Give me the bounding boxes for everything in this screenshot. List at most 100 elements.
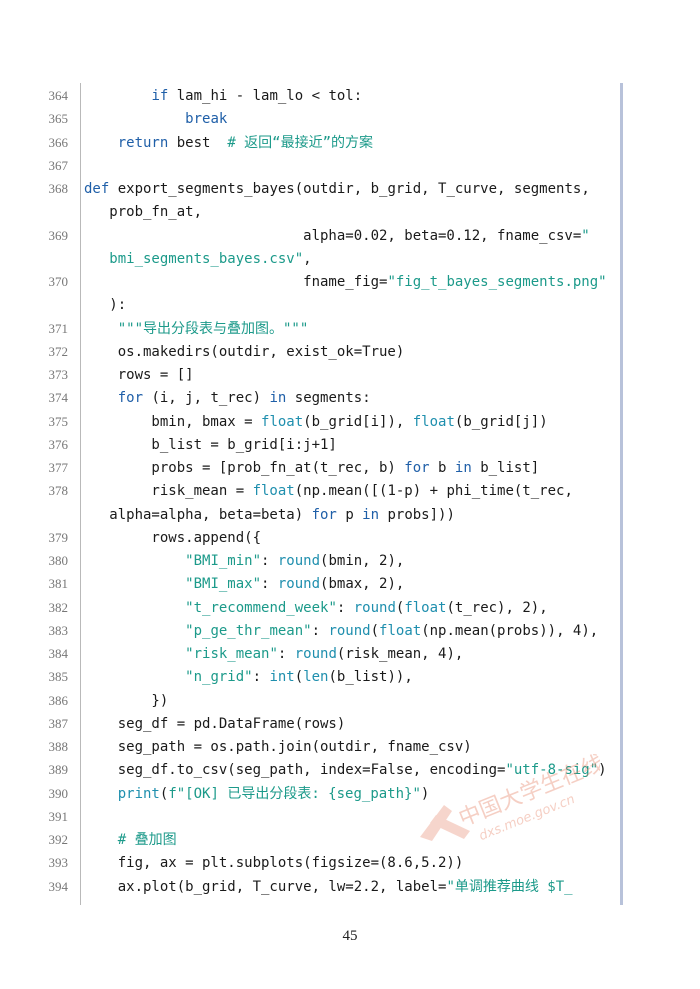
code-line: 394 ax.plot(b_grid, T_curve, lw=2.2, lab… (0, 876, 700, 898)
code-token: os.makedirs(outdir, exist_ok=True) (84, 343, 405, 360)
code-line: 388 seg_path = os.path.join(outdir, fnam… (0, 736, 700, 758)
code-token: ) (598, 762, 607, 779)
code-text: "BMI_min": round(bmin, 2), (84, 550, 624, 572)
line-number: 381 (48, 576, 69, 592)
code-line: 377 probs = [prob_fn_at(t_rec, b) for b … (0, 457, 700, 479)
code-line: 385 "n_grid": int(len(b_list)), (0, 666, 700, 688)
code-text: b_list = b_grid[i:j+1] (84, 434, 624, 456)
line-number: 387 (48, 715, 69, 731)
line-number: 382 (48, 599, 69, 615)
code-token: float (252, 483, 295, 500)
code-text: "n_grid": int(len(b_list)), (84, 666, 624, 688)
code-token: if (151, 88, 169, 104)
code-token: ): (84, 297, 127, 314)
line-number: 389 (48, 762, 69, 778)
code-text: "risk_mean": round(risk_mean, 4), (84, 643, 624, 665)
code-text: "BMI_max": round(bmax, 2), (84, 573, 624, 595)
code-text: "t_recommend_week": round(float(t_rec), … (84, 597, 624, 619)
code-token: in (269, 390, 287, 407)
code-line: 373 rows = [] (0, 364, 700, 386)
code-token: : (336, 599, 354, 616)
code-line: 393 fig, ax = plt.subplots(figsize=(8.6,… (0, 852, 700, 874)
code-text: risk_mean = float(np.mean([(1-p) + phi_t… (84, 480, 624, 502)
code-token: : (261, 553, 278, 569)
line-number: 375 (48, 413, 69, 429)
code-token: "BMI_max" (185, 576, 262, 593)
code-token (84, 669, 185, 685)
code-token: seg_path = os.path.join(outdir, fname_cs… (84, 739, 472, 755)
code-line: ): (0, 294, 700, 316)
page-number: 45 (342, 928, 358, 944)
code-token: seg_df = pd.DataFrame(rows) (84, 715, 346, 732)
line-number: 392 (48, 832, 69, 847)
code-token: """导出分段表与叠加图。""" (117, 320, 309, 337)
line-number: 370 (48, 274, 69, 289)
code-token: round (353, 599, 396, 616)
code-token: lam_hi - lam_lo < tol: (176, 88, 363, 104)
code-token: for (311, 506, 337, 523)
code-token (84, 135, 118, 151)
line-number: 365 (48, 111, 69, 127)
code-line: 371 """导出分段表与叠加图。""" (0, 318, 700, 340)
code-token: (b_list)), (328, 669, 413, 686)
code-line: 387 seg_df = pd.DataFrame(rows) (0, 713, 700, 735)
code-token (84, 646, 185, 662)
code-text: def export_segments_bayes(outdir, b_grid… (84, 178, 624, 200)
code-token: (b_grid[i]), (303, 413, 413, 430)
code-text: fname_fig="fig_t_bayes_segments.png" (84, 271, 624, 293)
code-token: export_segments_bayes(outdir, b_grid, T_… (117, 181, 590, 197)
code-token: ( (370, 622, 380, 639)
code-token: len (303, 669, 329, 686)
code-text: return best # 返回“最接近”的方案 (84, 132, 624, 154)
code-line: 382 "t_recommend_week": round(float(t_re… (0, 597, 700, 619)
code-text: if lam_hi - lam_lo < tol: (84, 85, 624, 107)
code-token: "单调推荐曲线 $T_ (446, 878, 573, 895)
code-line: 379 rows.append({ (0, 527, 700, 549)
line-number: 390 (48, 785, 69, 801)
line-number: 369 (48, 227, 69, 243)
code-line: 384 "risk_mean": round(risk_mean, 4), (0, 643, 700, 665)
code-token: bmi_segments_bayes.csv" (84, 250, 304, 267)
code-text: alpha=0.02, beta=0.12, fname_csv=" (84, 225, 624, 247)
code-line: 386 }) (0, 690, 700, 712)
code-token: " (581, 227, 590, 244)
code-text: break (84, 108, 624, 130)
code-text: "p_ge_thr_mean": round(float(np.mean(pro… (84, 620, 624, 642)
code-token: ax.plot(b_grid, T_curve, lw=2.2, label= (84, 878, 447, 895)
watermark-logo: 中国大学生在线 dxs.moe.gov.cn (420, 751, 600, 844)
code-token (84, 553, 185, 569)
code-token (84, 321, 118, 337)
code-text: os.makedirs(outdir, exist_ok=True) (84, 341, 624, 363)
code-token: round (277, 553, 321, 569)
code-token: def (84, 181, 110, 197)
code-token: alpha=0.02, beta=0.12, fname_csv= (84, 227, 582, 244)
code-text: bmin, bmax = float(b_grid[i]), float(b_g… (84, 411, 624, 433)
code-token (84, 88, 151, 104)
line-number: 367 (48, 157, 69, 173)
code-token: (bmin, 2), (320, 553, 405, 569)
code-token: ( (294, 669, 304, 686)
code-line: 366 return best # 返回“最接近”的方案 (0, 132, 700, 154)
line-number: 366 (48, 134, 69, 150)
code-token: , (303, 250, 312, 267)
code-token: b_list = b_grid[i:j+1] (84, 436, 337, 453)
code-token: "BMI_min" (185, 553, 262, 569)
code-line: 381 "BMI_max": round(bmax, 2), (0, 573, 700, 595)
code-token: # 叠加图 (117, 832, 177, 848)
line-number: 377 (48, 460, 69, 475)
line-number: 394 (48, 878, 69, 894)
code-token: in (362, 506, 380, 523)
code-token: (bmax, 2), (320, 576, 405, 593)
line-number: 386 (48, 692, 69, 708)
line-number: 393 (48, 855, 69, 871)
code-token: (t_rec), 2), (446, 599, 548, 616)
code-text: alpha=alpha, beta=beta) for p in probs])… (84, 504, 624, 526)
code-text: # 叠加图 (84, 829, 624, 851)
code-text: """导出分段表与叠加图。""" (84, 318, 624, 340)
code-text: seg_df.to_csv(seg_path, index=False, enc… (84, 759, 624, 781)
line-number: 391 (48, 808, 69, 824)
code-line: 389 seg_df.to_csv(seg_path, index=False,… (0, 759, 700, 781)
code-token: "p_ge_thr_mean" (185, 622, 312, 639)
code-token: for (117, 390, 144, 407)
